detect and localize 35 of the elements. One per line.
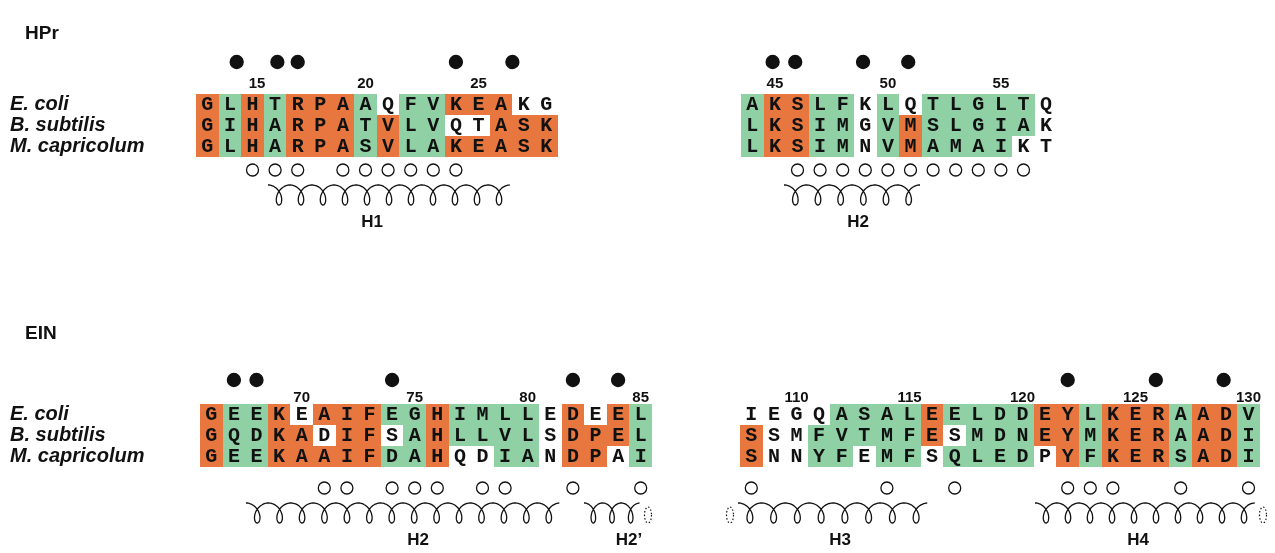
species-name: B. subtilis [10,423,106,446]
sequence-row: GEEKEAIFEGHIMLLEDEEL [200,404,652,425]
residue-number: 120 [1010,388,1035,405]
species-name: M. capricolum [10,444,145,467]
residue-number: 130 [1236,388,1261,405]
species-name: B. subtilis [10,113,106,136]
panel-heading: EIN [25,322,57,344]
helix-label: H2’ [615,530,643,550]
helix-label: H2 [407,530,429,550]
residue-number: 50 [879,74,897,91]
helix-label: H2 [847,212,869,232]
residue-number: 80 [519,388,537,405]
species-name: E. coli [10,92,69,115]
sequence-row: GQDKADIFSAHLLVLSDPEL [200,425,652,446]
residue-number: 20 [357,74,374,91]
helix-label: H3 [829,530,851,550]
residue-number: 125 [1123,388,1148,405]
residue-number: 15 [248,74,266,91]
residue-number: 25 [470,74,487,91]
residue-number: 70 [293,388,311,405]
sequence-row: GLHARPASVLAKEASK [196,136,558,157]
residue-number: 110 [784,388,809,405]
sequence-row: SNNYFEMFSQLEDPYFKERSADI [740,446,1260,467]
sequence-row: GEEKAAIFDAHQDIANDPAI [200,446,652,467]
residue-number: 115 [897,388,922,405]
residue-number: 85 [632,388,650,405]
residue-number: 55 [992,74,1010,91]
species-name: M. capricolum [10,134,145,157]
residue-number: 45 [766,74,784,91]
species-name: E. coli [10,402,69,425]
panel-heading: HPr [25,22,59,44]
helix-label: H4 [1127,530,1149,550]
residue-number: 75 [406,388,424,405]
sequence-row: SSMFVTMFESMDNEYMKERAADI [740,425,1260,446]
helix-label: H1 [361,212,383,232]
